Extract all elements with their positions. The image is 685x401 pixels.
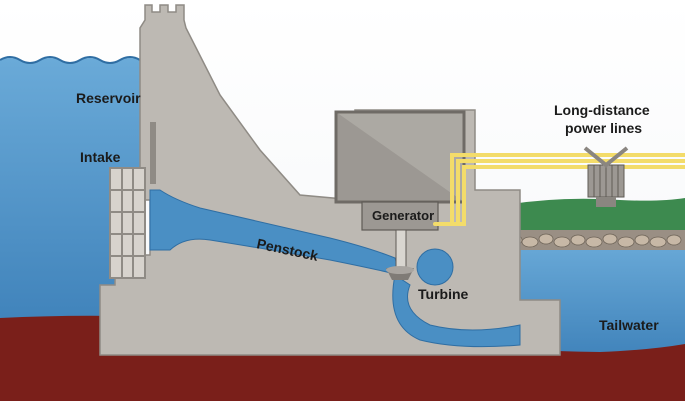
transmission-tower xyxy=(583,146,629,207)
turbine xyxy=(386,266,414,280)
intake-grate xyxy=(109,167,146,279)
turbine-chamber xyxy=(392,248,521,348)
turbine-label: Turbine xyxy=(418,286,469,302)
power-lines-label-line1: Long-distance xyxy=(554,102,650,118)
generator-label: Generator xyxy=(372,208,434,223)
power-lines-label-line2: power lines xyxy=(565,120,642,136)
power-lines xyxy=(433,153,685,226)
tailwater-label: Tailwater xyxy=(599,317,659,333)
reservoir-label: Reservoir xyxy=(76,90,141,106)
intake-label: Intake xyxy=(80,149,121,165)
generator-room xyxy=(334,110,466,204)
far-shore xyxy=(505,198,685,250)
reservoir-water xyxy=(0,56,141,330)
